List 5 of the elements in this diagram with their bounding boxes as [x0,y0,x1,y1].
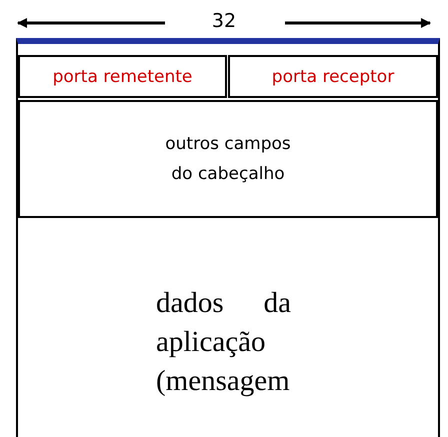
data-text: dados da aplicação (mensagem [156,286,291,399]
field-box: porta receptor [228,55,438,98]
field-box: porta remetente [18,55,227,98]
field-box: outros campos do cabeçalho [18,100,438,218]
dimension-label: 32 [210,10,238,32]
